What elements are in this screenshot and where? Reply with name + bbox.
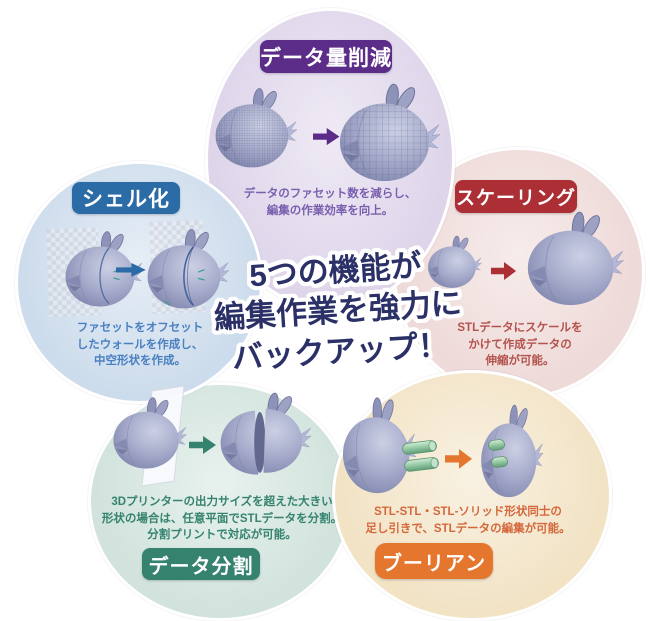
label-boolean: ブーリアン (375, 543, 493, 579)
description-scaling: STLデータにスケールを かけて作成データの 伸縮が可能。 (457, 322, 583, 368)
circle-boolean (332, 370, 612, 621)
label-scaling: スケーリング (455, 180, 577, 213)
label-data-split: データ分割 (142, 548, 260, 580)
description-data-reduction: データのファセット数を減らし、 編集の作業効率を向上。 (243, 188, 417, 217)
description-shell: ファセットをオフセット したウォールを作成し、 中空形状を作成。 (76, 322, 204, 368)
description-boolean: STL-STL・STL-ソリッド形状同士の 足し引きで、STLデータの編集が可能… (365, 506, 571, 535)
center-headline: 5つの機能が 編集作業を強力に バックアップ！ (190, 242, 487, 380)
label-data-reduction: データ量削減 (260, 40, 392, 73)
label-shell: シェル化 (72, 182, 180, 214)
description-data-split: 3Dプリンターの出力サイズを超えた大きい 形状の場合は、任意平面でSTLデータを… (101, 496, 343, 542)
